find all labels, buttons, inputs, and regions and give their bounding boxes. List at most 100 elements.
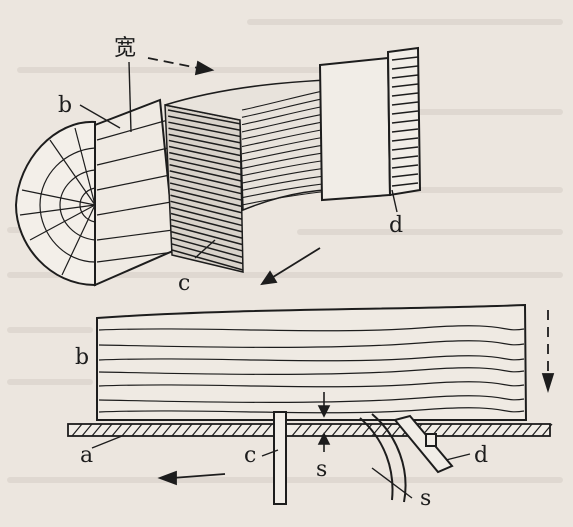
- veneer-sheet-edge: [168, 121, 242, 138]
- label-c-bottom: c: [244, 443, 256, 468]
- base-plate-hatch-line: [111, 423, 123, 437]
- holder-hatch-line: [391, 110, 419, 115]
- base-plate-hatch-line: [181, 423, 193, 437]
- feed-arrow-left: [157, 470, 226, 486]
- holder-hatch-line: [391, 65, 419, 70]
- workpiece-grain-line: [98, 325, 525, 332]
- base-plate-hatch-line: [461, 423, 473, 437]
- base-plate-hatch-line: [131, 423, 143, 437]
- holder-hatch: [391, 56, 419, 187]
- veneer-sheet-edge: [170, 212, 243, 233]
- holder-hatch-line: [391, 101, 419, 106]
- base-plate-hatch-line: [121, 423, 133, 437]
- base-plate-hatch-line: [71, 423, 83, 437]
- holder-hatch-line: [391, 119, 419, 124]
- veneer-sheet-edge: [169, 182, 243, 201]
- workpiece-grain-line: [98, 395, 525, 403]
- veneer-sheet-edge: [170, 206, 243, 227]
- label-c-top: c: [178, 271, 190, 296]
- veneer-sheet-edge: [169, 170, 243, 189]
- holder-hatch-line: [391, 128, 419, 133]
- label-a: a: [80, 443, 93, 468]
- base-plate-hatch-line: [451, 423, 463, 437]
- veneer-stack: [164, 104, 244, 273]
- base-plate-hatch-line: [171, 423, 183, 437]
- log-growth-rings: [19, 127, 96, 276]
- knife-c: [273, 411, 287, 505]
- base-plate-hatch-line: [531, 423, 543, 437]
- workpiece-b: [96, 303, 528, 421]
- label-d-top: d: [389, 213, 403, 238]
- base-plate-hatch-line: [441, 423, 453, 437]
- base-plate-hatch-line: [351, 423, 363, 437]
- base-plate-hatch-line: [541, 423, 553, 437]
- log-end: [14, 98, 177, 287]
- workpiece-grain-line: [98, 381, 525, 388]
- holder-hatch-line: [391, 182, 419, 187]
- base-plate-hatch-line: [101, 423, 113, 437]
- width-arrow: [147, 57, 215, 76]
- veneer-sheet-edge: [168, 145, 242, 163]
- workpiece-grain: [98, 325, 525, 414]
- veneer-sheet-edge: [168, 139, 242, 157]
- base-plate-hatch-line: [361, 423, 373, 437]
- holder-d-top: [318, 46, 422, 202]
- base-plate-hatch-line: [291, 423, 303, 437]
- veneer-sheet-edge: [171, 249, 244, 271]
- veneer-sheet-edge: [171, 231, 243, 252]
- workpiece-grain-line: [98, 340, 525, 348]
- veneer-sheet-edge: [168, 133, 242, 151]
- curled-veneer: [359, 413, 407, 503]
- base-plate-hatch-line: [211, 423, 223, 437]
- log-block-grain: [96, 119, 175, 263]
- base-plate-hatch-line: [301, 423, 313, 437]
- label-s-veneer: s: [420, 486, 431, 511]
- feed-arrow-right: [541, 310, 555, 394]
- workpiece-grain-line: [98, 367, 525, 375]
- holder-hatch-line: [391, 146, 419, 151]
- feed-arrow-top: [260, 247, 321, 286]
- holder-hatch-line: [391, 92, 419, 97]
- holder-hatch-line: [391, 155, 419, 160]
- holder-hatch-line: [391, 74, 419, 79]
- veneer-sheet-edge: [169, 151, 242, 170]
- veneer-sheet-edge: [170, 194, 243, 214]
- veneer-sheet-edge: [171, 224, 243, 246]
- base-plate-hatch-line: [261, 423, 273, 437]
- veneer-sheet-edge: [170, 188, 243, 208]
- holder-hatch-line: [391, 164, 419, 169]
- bottom-leader-lines: [91, 435, 471, 499]
- gap-marker: [317, 392, 331, 452]
- base-plate-hatch-line: [491, 423, 503, 437]
- base-plate-hatch-line: [521, 423, 533, 437]
- holder-hatch-line: [391, 83, 419, 88]
- veneer-sheet-edges: [167, 109, 244, 271]
- workpiece-grain-line: [98, 407, 525, 414]
- base-plate-hatch: [71, 423, 553, 437]
- base-plate-hatch-line: [311, 423, 323, 437]
- base-plate-hatch-line: [331, 423, 343, 437]
- veneer-sheet-edge: [171, 243, 244, 265]
- veneer-sheet-edge: [167, 109, 242, 125]
- base-plate-hatch-line: [471, 423, 483, 437]
- top-leader-lines: [79, 61, 398, 259]
- base-plate-hatch-line: [221, 423, 233, 437]
- base-plate-hatch-line: [141, 423, 153, 437]
- holder-hatch-line: [391, 173, 419, 178]
- holder-hatch-line: [391, 137, 419, 142]
- label-d-bottom: d: [474, 443, 488, 468]
- base-plate-hatch-line: [481, 423, 493, 437]
- veneer-sheet-edge: [168, 127, 242, 144]
- label-b-bottom: b: [75, 345, 89, 370]
- base-plate-a: [67, 423, 553, 437]
- base-plate-hatch-line: [241, 423, 253, 437]
- base-plate-hatch-line: [201, 423, 213, 437]
- veneer-sheet-edge: [168, 115, 242, 132]
- base-plate-hatch-line: [341, 423, 353, 437]
- label-width: 宽: [114, 36, 136, 61]
- veneer-sheet-edge: [169, 164, 242, 182]
- base-plate-hatch-line: [231, 423, 243, 437]
- veneer-sheet-edge: [170, 200, 243, 220]
- holder-hatch-line: [391, 56, 419, 61]
